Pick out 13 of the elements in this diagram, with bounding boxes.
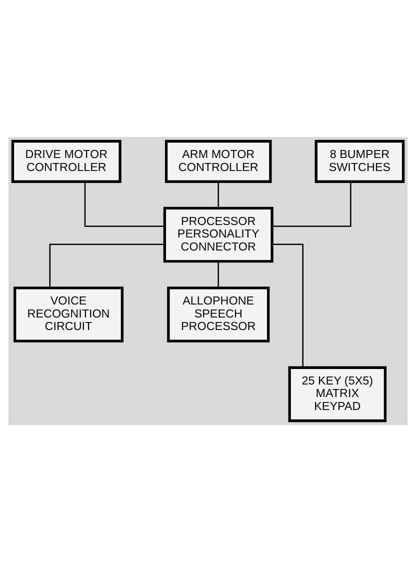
node-box: ARM MOTOR CONTROLLER	[164, 139, 272, 182]
connector	[84, 181, 164, 226]
node-box: ALLOPHONE SPEECH PROCESSOR	[167, 286, 270, 342]
node-box: DRIVE MOTOR CONTROLLER	[11, 139, 122, 182]
node-box: VOICE RECOGNITION CIRCUIT	[14, 286, 124, 342]
node-box: 8 BUMPER SWITCHES	[314, 139, 405, 182]
node-box: PROCESSOR PERSONALITY CONNECTOR	[163, 206, 274, 262]
connector	[49, 243, 165, 288]
connector	[272, 243, 304, 367]
connector	[218, 261, 219, 288]
connector	[272, 181, 352, 226]
node-box: 25 KEY (5X5) MATRIX KEYPAD	[288, 366, 387, 422]
connector	[218, 181, 219, 208]
